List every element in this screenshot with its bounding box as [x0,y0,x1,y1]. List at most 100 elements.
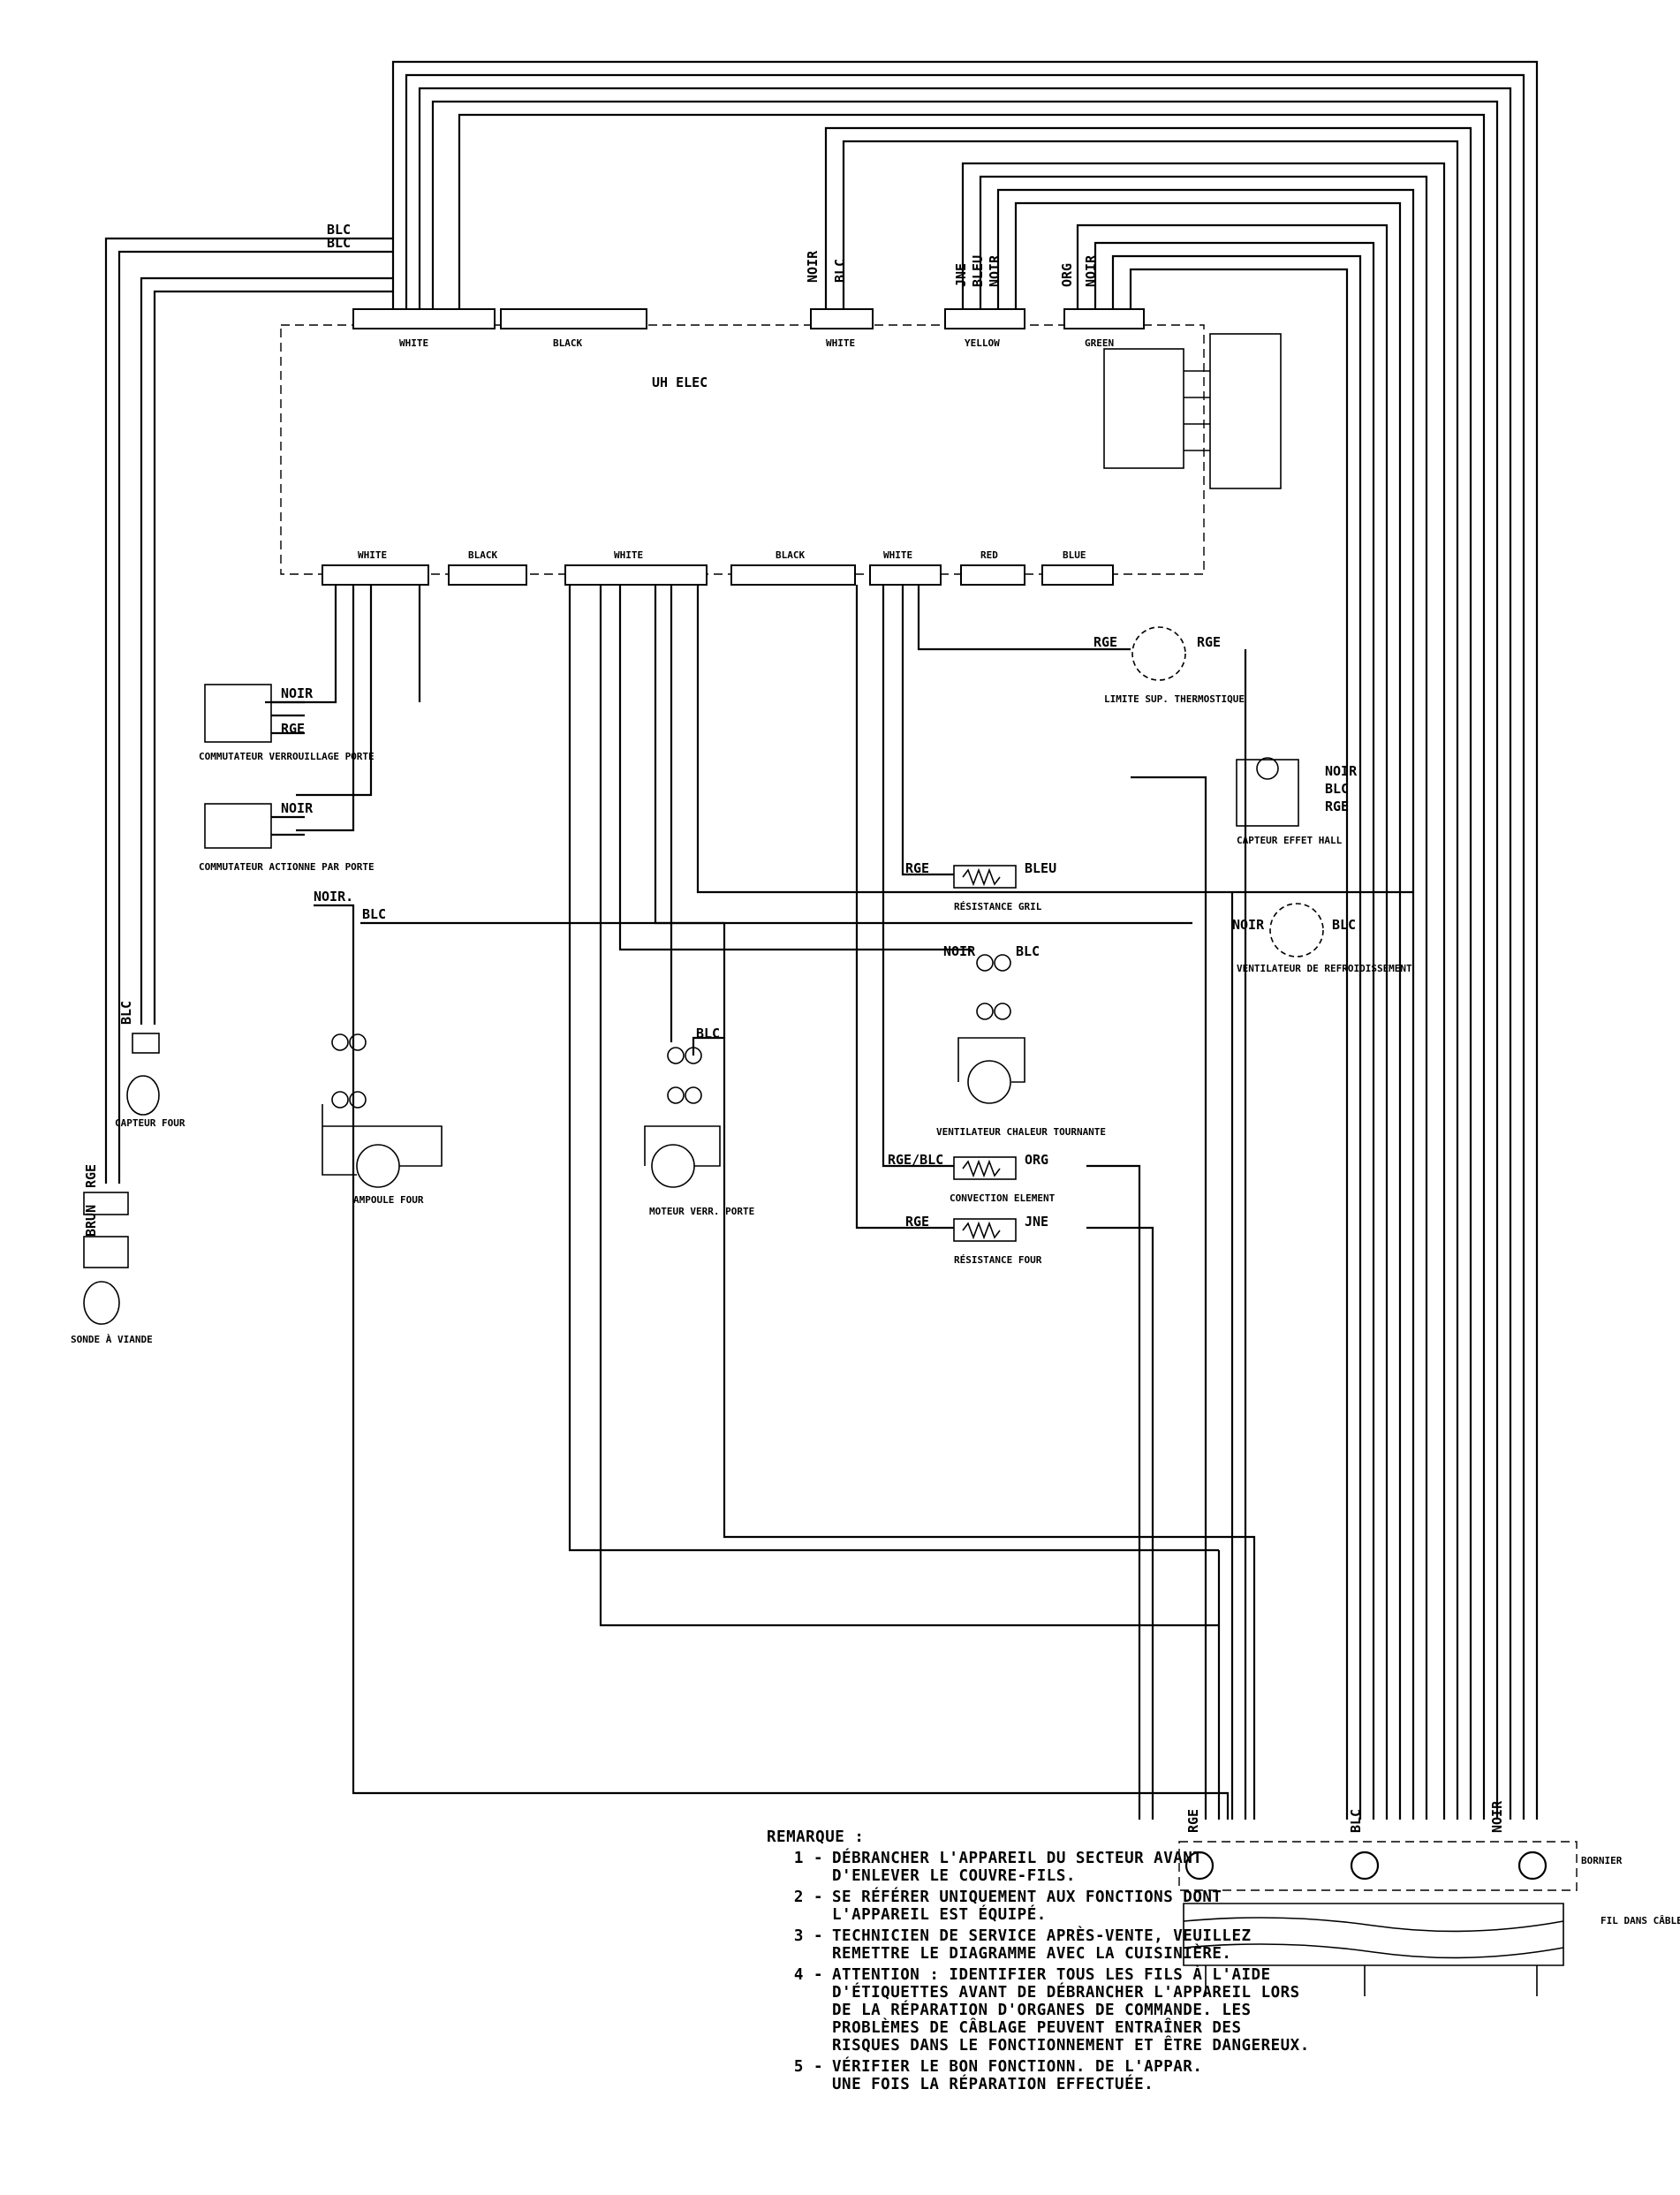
svg-text:BLC: BLC [327,222,351,238]
svg-text:JNE: JNE [953,263,969,287]
connector-p11-label: WHITE [883,549,912,561]
cooling-fan-label: VENTILATEUR DE REFROIDISSEMENT [1237,963,1412,974]
svg-text:RGE: RGE [905,1214,929,1230]
note-item: 2 -SE RÉFÉRER UNIQUEMENT AUX FONCTIONS D… [793,1888,1222,1924]
svg-text:NOIR: NOIR [1325,763,1358,779]
connector-p20[interactable] [1041,564,1114,586]
svg-text:BLC: BLC [1332,917,1356,933]
board-title: UH ELEC [652,375,708,390]
svg-text:RGE: RGE [1197,634,1221,650]
svg-text:NOIR: NOIR [1083,254,1099,287]
svg-text:BLC: BLC [118,1001,134,1025]
svg-text:BLC: BLC [832,259,848,283]
oven-sensor: CAPTEUR FOUR BLC [115,1001,185,1129]
door-lock-motor: BLC MOTEUR VERR. PORTE [644,1026,754,1217]
svg-text:BLC: BLC [1016,943,1040,959]
bottom-connectors: WHITE BLACK WHITE BLACK WHITE RED BLUE [322,549,1114,586]
svg-text:BLEU: BLEU [1025,860,1056,876]
oven-sensor-label: CAPTEUR FOUR [115,1117,185,1129]
connector-p2[interactable] [352,308,496,329]
svg-text:BLC: BLC [1325,781,1349,797]
connector-p6-label: BLACK [776,549,805,561]
svg-text:NOIR: NOIR [943,943,976,959]
connector-p5[interactable] [564,564,708,586]
svg-text:ORG: ORG [1059,263,1075,287]
broil-element: RGE BLEU RÉSISTANCE GRIL [905,860,1056,912]
note-item: 5 -VÉRIFIER LE BON FONCTIONN. DE L'APPAR… [793,2058,1203,2093]
board-drops [265,585,1413,1820]
connector-p2-label: WHITE [399,337,428,349]
svg-text:RGE: RGE [1185,1809,1201,1833]
svg-text:BLEU: BLEU [970,255,986,287]
connector-p1-label: WHITE [358,549,387,561]
connector-p4-label: BLACK [468,549,497,561]
bake-element: RGE JNE RÉSISTANCE FOUR [905,1214,1048,1266]
svg-text:RGE/BLC: RGE/BLC [888,1152,943,1168]
note-item: 3 -TECHNICIEN DE SERVICE APRÈS-VENTE, VE… [793,1927,1252,1963]
connector-p18[interactable] [1063,308,1145,329]
broil-element-label: RÉSISTANCE GRIL [954,901,1042,912]
convection-element-label: CONVECTION ELEMENT [950,1192,1056,1204]
svg-text:NOIR: NOIR [805,250,821,283]
top-wire-labels: BLC BLC NOIR BLC JNE BLEU NOIR ORG NOIR [327,222,1099,287]
svg-text:NOIR: NOIR [281,800,314,816]
svg-text:BLC: BLC [362,906,386,922]
connector-p1[interactable] [322,564,429,586]
svg-text:NOIR: NOIR [281,685,314,701]
svg-text:RGE: RGE [1094,634,1117,650]
svg-text:BLC: BLC [696,1026,720,1041]
door-lock-motor-label: MOTEUR VERR. PORTE [649,1206,754,1217]
svg-text:RGE: RGE [281,721,305,737]
notes-heading: REMARQUE : [767,1828,865,1846]
connector-p7[interactable] [810,308,874,329]
svg-text:JNE: JNE [1025,1214,1048,1230]
interface-block [1103,333,1282,489]
note-item: 1 -DÉBRANCHER L'APPAREIL DU SECTEUR AVAN… [793,1850,1203,1885]
connector-p16-label: RED [980,549,998,561]
connector-p18-label: GREEN [1085,337,1114,349]
top-connectors: WHITE BLACK WHITE YELLOW GREEN [352,308,1145,349]
connector-p3[interactable] [500,308,647,329]
connector-p5-label: WHITE [614,549,643,561]
oven-lamp-label: AMPOULE FOUR [353,1194,424,1206]
connector-p20-label: BLUE [1063,549,1086,561]
cooling-fan: NOIR BLC VENTILATEUR DE REFROIDISSEMENT [1232,903,1412,974]
notes-block: REMARQUE : 1 -DÉBRANCHER L'APPAREIL DU S… [767,1828,1650,2093]
connector-p7-label: WHITE [826,337,855,349]
door-lock-switch: NOIR RGE COMMUTATEUR VERROUILLAGE PORTE [199,684,375,762]
connector-p14[interactable] [944,308,1025,329]
thermal-limit: RGE RGE LIMITE SUP. THERMOSTIQUE [1094,626,1245,705]
svg-text:BLC: BLC [1348,1809,1364,1833]
svg-text:RGE: RGE [905,860,929,876]
convection-fan-label: VENTILATEUR CHALEUR TOURNANTE [936,1126,1106,1138]
oven-lamp: NOIR. BLC AMPOULE FOUR [314,889,1256,1820]
meat-probe-label: SONDE À VIANDE [71,1334,153,1345]
connector-p6[interactable] [730,564,856,586]
thermal-limit-label: LIMITE SUP. THERMOSTIQUE [1104,693,1245,705]
connector-p4[interactable] [448,564,527,586]
connector-p11[interactable] [869,564,942,586]
convection-fan: NOIR BLC VENTILATEUR CHALEUR TOURNANTE [936,943,1106,1138]
convection-element: RGE/BLC ORG CONVECTION ELEMENT [888,1152,1056,1204]
control-board [280,324,1205,575]
door-switch-label: COMMUTATEUR ACTIONNE PAR PORTE [199,861,375,873]
hall-sensor-label: CAPTEUR EFFET HALL [1237,835,1343,846]
cable-label: FIL DANS CÂBLE BX [1601,1915,1680,1926]
door-lock-switch-label: COMMUTATEUR VERROUILLAGE PORTE [199,751,375,762]
svg-text:NOIR.: NOIR. [314,889,353,904]
svg-text:BLC: BLC [327,235,351,251]
svg-text:NOIR: NOIR [987,254,1003,287]
top-harness [104,60,1539,1820]
terminal-block: BORNIER FIL DANS CÂBLE BX [1178,1841,1680,1996]
svg-text:NOIR: NOIR [1489,1800,1505,1833]
svg-text:RGE: RGE [83,1164,99,1188]
connector-p16[interactable] [960,564,1025,586]
bake-element-label: RÉSISTANCE FOUR [954,1254,1042,1266]
svg-text:BRUN: BRUN [83,1205,99,1237]
connector-p14-label: YELLOW [965,337,1000,349]
door-switch: NOIR COMMUTATEUR ACTIONNE PAR PORTE [199,800,375,873]
svg-text:ORG: ORG [1025,1152,1048,1168]
terminal-block-label: BORNIER [1581,1855,1623,1866]
hall-sensor: NOIR BLC RGE CAPTEUR EFFET HALL [1236,757,1358,846]
